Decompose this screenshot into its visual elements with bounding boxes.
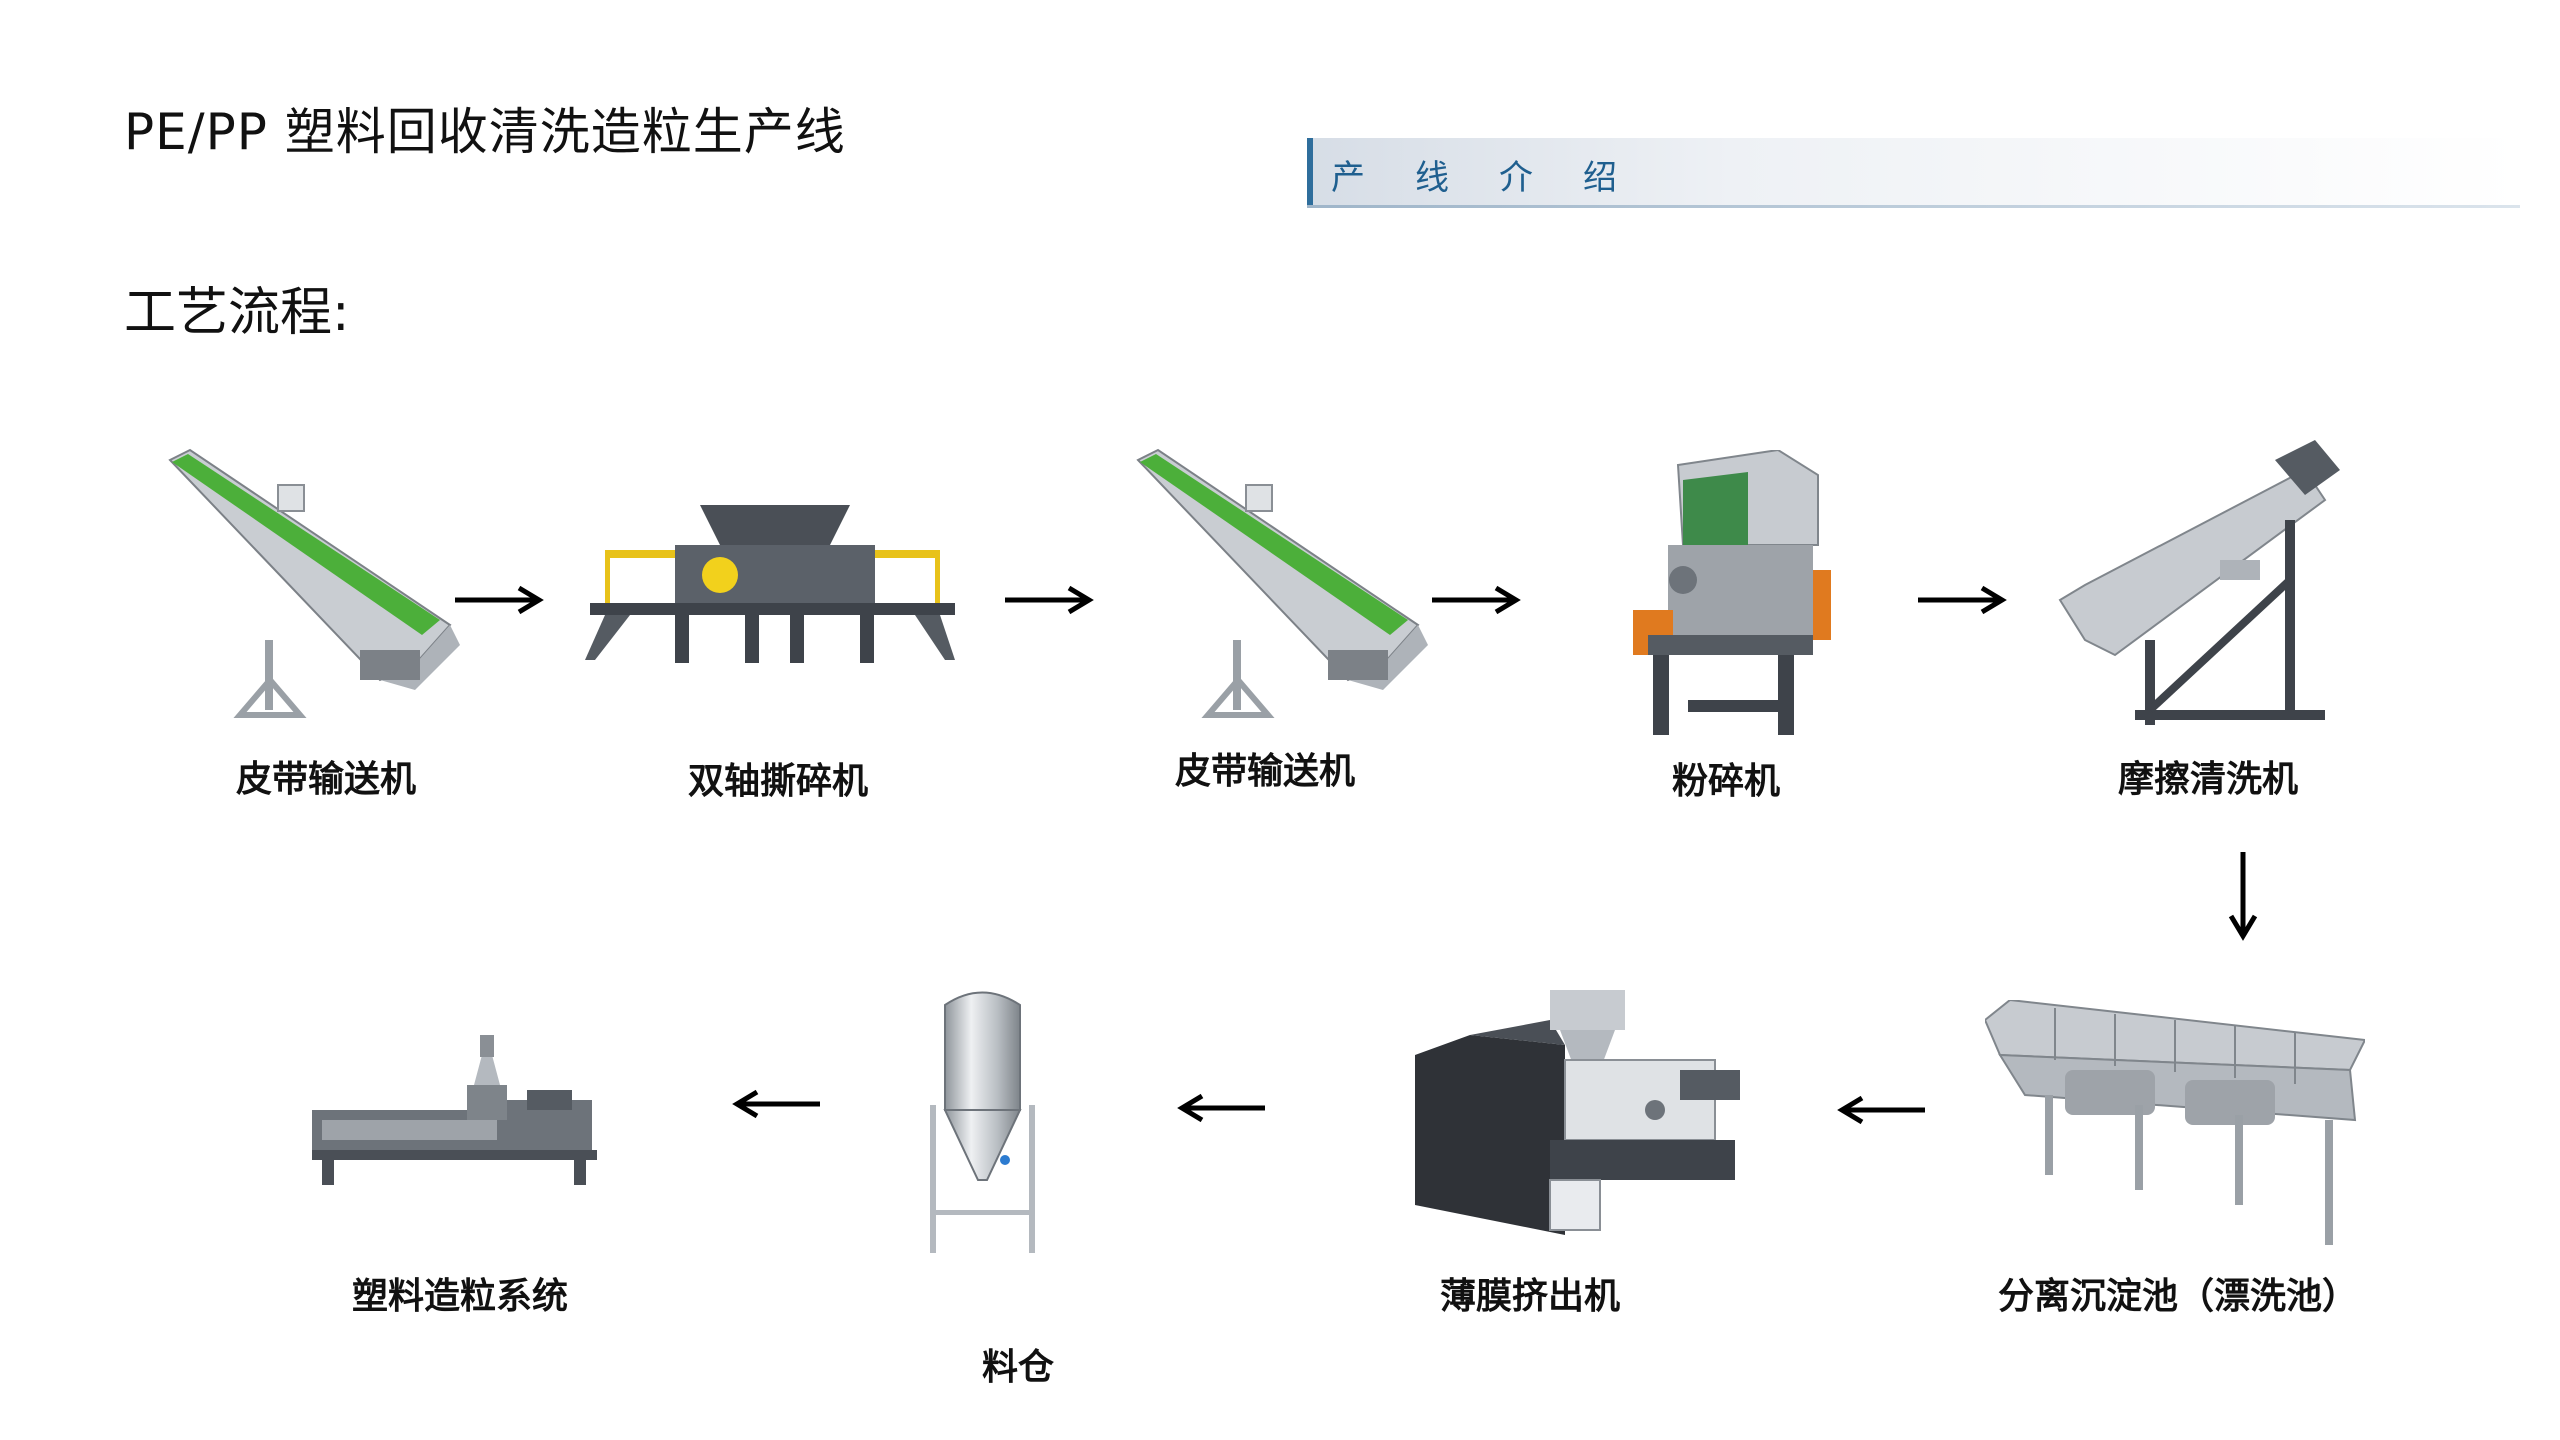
flow-arrow-down: [2228, 852, 2258, 941]
intro-bar: 产线介绍: [1307, 138, 2520, 208]
step-label: 皮带输送机: [1175, 751, 1356, 792]
flow-arrow-left: [732, 1089, 820, 1119]
friction-washer-icon: [2058, 440, 2340, 725]
flow-arrow-right: [1005, 585, 1094, 615]
intro-bar-accent: [1307, 138, 1313, 208]
step-label: 塑料造粒系统: [352, 1276, 569, 1317]
flow-arrow-right: [455, 585, 544, 615]
step-label: 料仓: [982, 1347, 1055, 1388]
intro-bar-label: 产线介绍: [1331, 158, 1667, 198]
page-title: PE/PP 塑料回收清洗造粒生产线: [124, 103, 846, 161]
flow-arrow-left: [1177, 1093, 1265, 1123]
step-label: 摩擦清洗机: [2118, 759, 2299, 800]
step-label: 分离沉淀池（漂洗池）: [1998, 1276, 2359, 1317]
intro-bar-underline: [1307, 205, 2520, 208]
process-heading: 工艺流程:: [124, 283, 350, 343]
step-label: 双轴撕碎机: [688, 761, 869, 802]
flow-arrow-left: [1837, 1095, 1925, 1125]
belt-conveyor-icon: [168, 448, 460, 718]
step-label: 粉碎机: [1672, 761, 1781, 802]
flow-arrow-right: [1432, 585, 1521, 615]
silo-icon: [930, 991, 1035, 1253]
flow-arrow-right: [1918, 585, 2007, 615]
sink-float-tank-icon: [1985, 1000, 2365, 1245]
step-label: 皮带输送机: [236, 759, 417, 800]
twin-shaft-shredder-icon: [585, 505, 955, 663]
pelletizing-system-icon: [312, 1035, 597, 1185]
belt-conveyor-icon: [1136, 448, 1428, 718]
film-squeezer-icon: [1415, 990, 1740, 1235]
crusher-icon: [1633, 450, 1831, 735]
step-label: 薄膜挤出机: [1440, 1276, 1621, 1317]
